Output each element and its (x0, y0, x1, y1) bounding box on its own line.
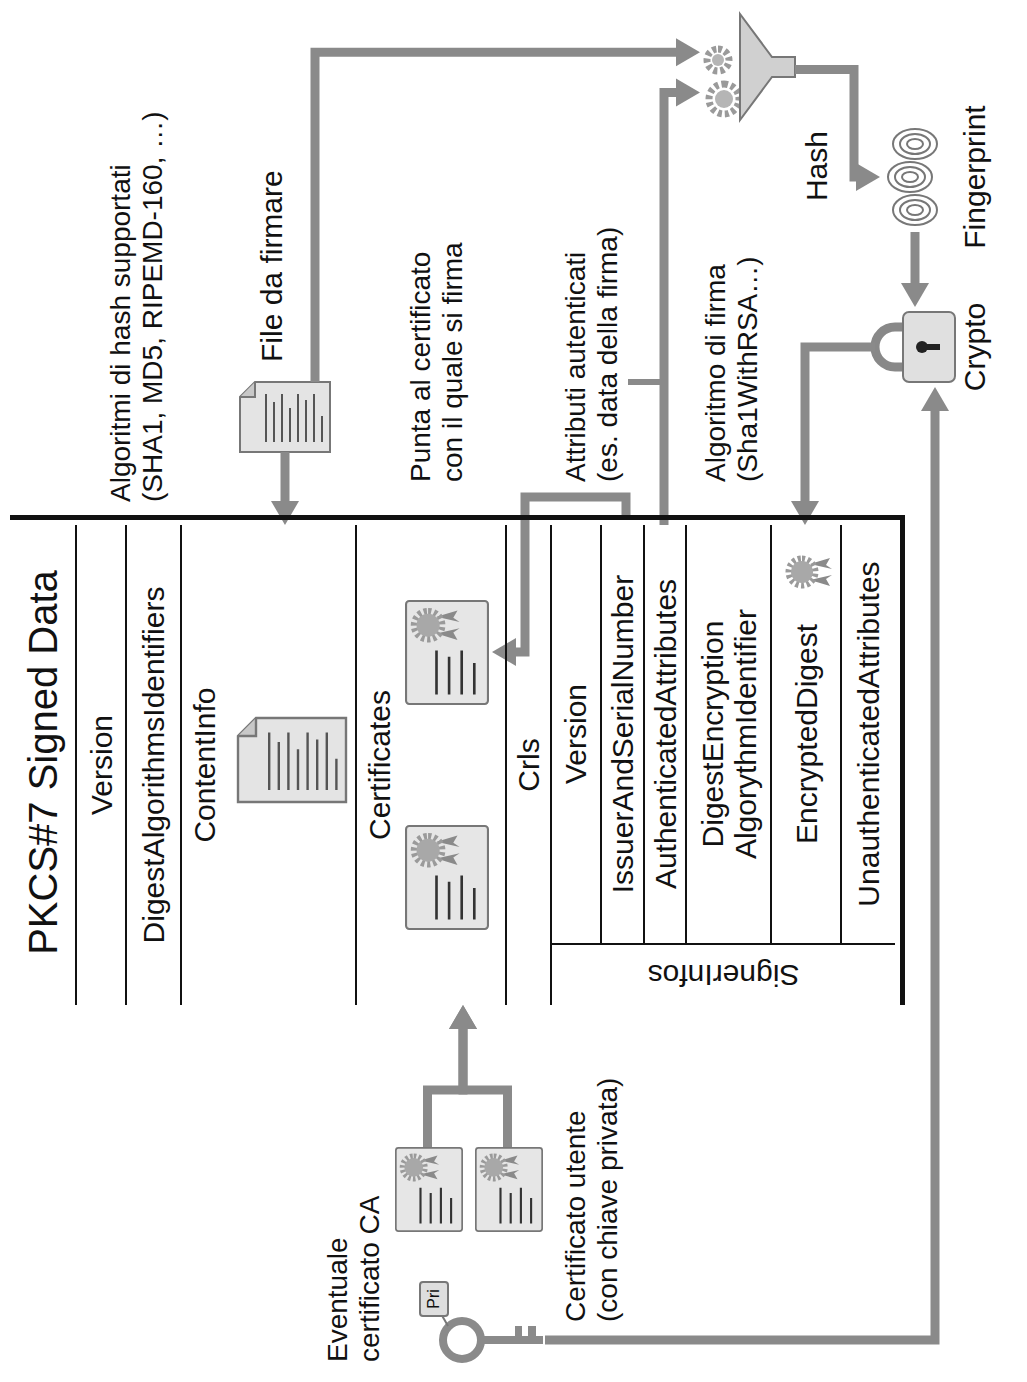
field-row: ContentInfo (180, 525, 355, 1005)
arrow-head (449, 1005, 477, 1029)
field-name: Version (559, 525, 592, 943)
field-name: Certificates (363, 525, 396, 1005)
icon-label: Eventuale certificato CA (322, 1162, 386, 1362)
field-name: DigestEncryption AlgorythmIdentifier (696, 525, 762, 943)
private-key-node: Pri (418, 1280, 545, 1362)
label-anchor: Algoritmo di firma (Sha1WithRSA…) (700, 212, 764, 482)
connector (315, 38, 700, 382)
arrow-head (791, 501, 819, 525)
field-row: AuthenticatedAttributes (643, 525, 685, 945)
field-name: UnauthenticatedAttributes (852, 525, 885, 943)
field-name: AuthenticatedAttributes (649, 525, 682, 943)
key-tag-text: Pri (420, 1282, 448, 1316)
fingerprint-icon (888, 129, 937, 225)
field-row: Version (75, 525, 125, 1005)
field-row: DigestAlgorithmsIdentifiers (125, 525, 180, 1005)
arrow-head (676, 38, 700, 66)
certificate-icon (476, 1148, 542, 1231)
connector-line (428, 1029, 464, 1147)
field-row: IssuerAndSerialNumber (600, 525, 643, 945)
field-row: Certificates (355, 525, 505, 1005)
crypto-node: Crypto (875, 307, 955, 387)
document-node: File da firmare (240, 382, 330, 452)
connector (428, 1005, 478, 1147)
connector (901, 232, 929, 307)
field-row: UnauthenticatedAttributes (840, 525, 895, 945)
field-name: DigestAlgorithmsIdentifiers (137, 525, 170, 1005)
connector-line (463, 1029, 508, 1147)
field-row: Crls (505, 525, 550, 1005)
key-icon (420, 1282, 543, 1359)
label-anchor: Punta al certificato con il quale si fir… (405, 212, 469, 482)
icon-label: Certificato utente (con chiave privata) (560, 1072, 624, 1322)
callout-label: Attributi autenticati (es. data della fi… (560, 212, 624, 482)
arrow-head (271, 501, 299, 525)
connector-line (664, 93, 676, 526)
connector (664, 79, 700, 526)
field-row: EncryptedDigest (770, 525, 840, 945)
icon-label: Fingerprint (958, 77, 991, 277)
document-icon (240, 382, 330, 452)
connector (449, 1005, 508, 1147)
fingerprint-node: Fingerprint (880, 122, 950, 232)
callout-label: Algoritmi di hash supportati (SHA1, MD5,… (105, 82, 169, 502)
arrow-head (921, 387, 949, 411)
connector-line (281, 452, 290, 501)
icon-label: Crypto (958, 257, 991, 437)
callout-label: Algoritmo di firma (Sha1WithRSA…) (700, 212, 764, 482)
label-anchor: Attributi autenticati (es. data della fi… (560, 212, 624, 482)
connector (545, 387, 949, 1340)
icon-label: File da firmare (255, 132, 288, 362)
connector-line (911, 232, 920, 283)
certificate-icon (406, 826, 488, 929)
box-title: PKCS#7 Signed Data (21, 520, 65, 1005)
arrow-head (856, 163, 880, 191)
certificate-icon (396, 1148, 462, 1231)
hash-funnel (707, 14, 795, 120)
signed-data-box: PKCS#7 Signed Data Version DigestAlgorithm… (10, 515, 905, 1005)
certificate-node: Eventuale certificato CA (395, 1147, 460, 1232)
field-name: Version (85, 525, 118, 1005)
field-name: ContentInfo (188, 525, 221, 1005)
field-name: EncryptedDigest (790, 525, 823, 943)
label-anchor: Algoritmi di hash supportati (SHA1, MD5,… (105, 82, 169, 502)
lock-icon (875, 312, 955, 382)
arrow-head (901, 283, 929, 307)
field-row: Version (550, 525, 600, 945)
field-name: IssuerAndSerialNumber (606, 525, 639, 943)
connector-line (545, 411, 935, 1340)
connector (791, 347, 875, 525)
connector-line (805, 347, 875, 501)
field-name: Crls (512, 525, 545, 1005)
certificate-node: Certificato utente (con chiave privata) (475, 1147, 540, 1232)
callout-label: Punta al certificato con il quale si fir… (405, 212, 469, 482)
document-icon (238, 718, 346, 802)
icon-label: Hash (800, 131, 833, 207)
field-row: DigestEncryption AlgorythmIdentifier (685, 525, 770, 945)
arrow-head (676, 79, 700, 107)
band-label: SignerInfos (574, 959, 874, 992)
hash-node: Hash (700, 12, 795, 127)
signer-infos-band: SignerInfos Version IssuerAndSerialNumber A… (550, 525, 895, 1005)
seal-icon (789, 558, 832, 586)
arrow-head (449, 1005, 477, 1029)
certificate-icon (406, 601, 488, 704)
